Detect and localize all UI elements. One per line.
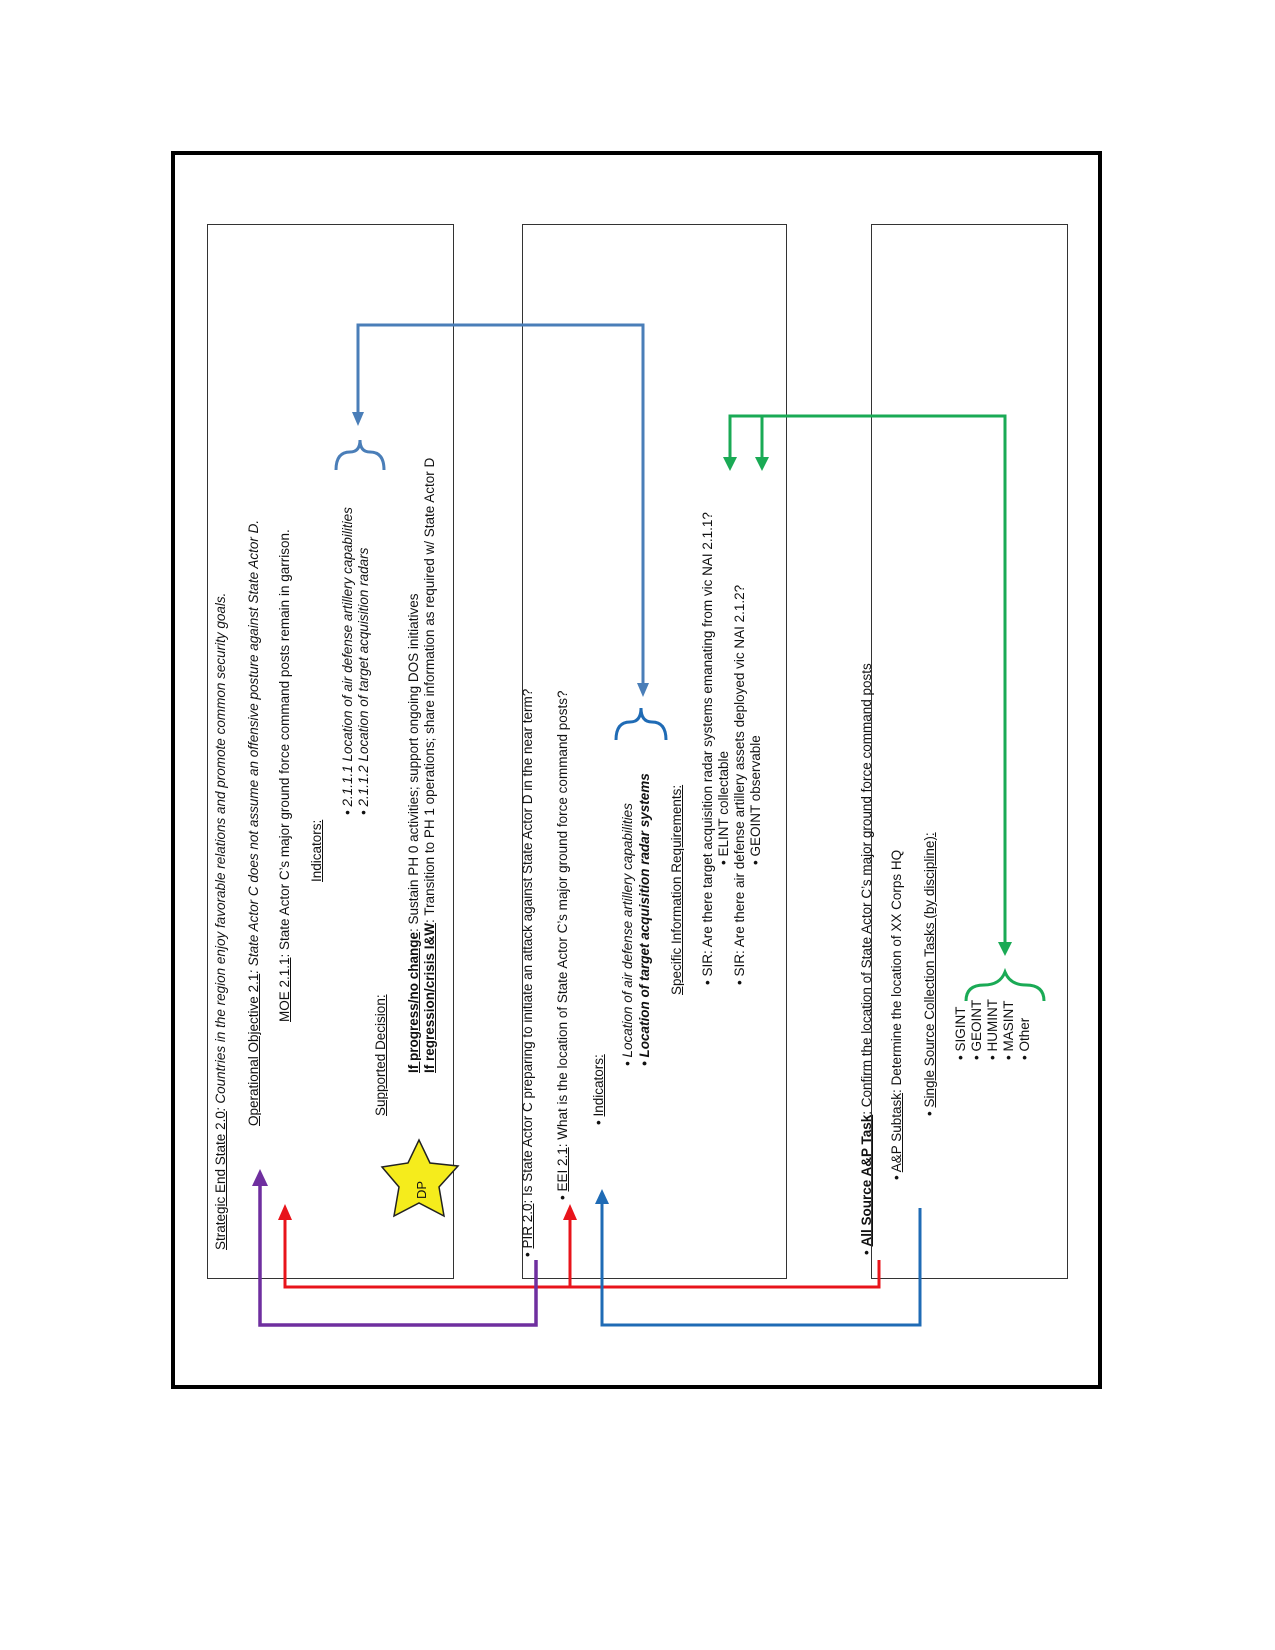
pir-label: PIR 2.0 bbox=[520, 1203, 535, 1249]
operational-objective: Operational Objective 2.1: State Actor C… bbox=[246, 520, 262, 1126]
red-arrowhead-objective bbox=[278, 1204, 292, 1220]
task-label: All Source A&P Task bbox=[859, 1114, 874, 1247]
eei-indicators-label: Indicators: bbox=[591, 1054, 606, 1117]
decision-1-label: If progress/no change bbox=[406, 931, 421, 1073]
sir-2-sub: • GEOINT observable bbox=[748, 735, 763, 865]
red-connector-arrow bbox=[283, 1215, 881, 1289]
supported-decision-label: Supported Decision: bbox=[373, 994, 388, 1116]
discipline-geoint: • GEOINT bbox=[969, 999, 984, 1060]
pir-text: : Is State Actor C preparing to initiate… bbox=[520, 688, 535, 1204]
eei-statement: • EEI 2.1: What is the location of State… bbox=[555, 690, 570, 1201]
brace-icon-eei bbox=[614, 707, 668, 741]
moe-indicator-2: • 2.1.1.2 Location of target acquisition… bbox=[356, 547, 371, 815]
eei-label: EEI 2.1 bbox=[555, 1147, 570, 1192]
eei-indicators-heading: • Indicators: bbox=[591, 1054, 606, 1125]
end-state-panel bbox=[207, 224, 454, 1279]
pir-panel bbox=[522, 224, 787, 1279]
sir-1: • SIR: Are there target acquisition rada… bbox=[700, 512, 715, 985]
discipline-sigint: • SIGINT bbox=[953, 1006, 968, 1060]
objective-label: Operational Objective 2.1 bbox=[246, 973, 261, 1126]
sir-heading: Specific Information Requirements: bbox=[669, 784, 684, 995]
objective-text: : State Actor C does not assume an offen… bbox=[246, 519, 261, 974]
moe-label: MOE 2.1.1 bbox=[277, 957, 292, 1022]
outer-frame bbox=[171, 151, 1102, 1389]
brace-icon-disciplines bbox=[964, 967, 1046, 1002]
blue-connector-arrow bbox=[600, 1200, 922, 1327]
task-text: : Confirm the location of State Actor C’… bbox=[859, 663, 874, 1115]
ap-subtask: • A&P Subtask: Determine the location of… bbox=[889, 849, 904, 1180]
subtask-text: : Determine the location of XX Corps HQ bbox=[889, 849, 904, 1093]
discipline-other: • Other bbox=[1017, 1017, 1032, 1060]
sir-1-sub: • ELINT collectable bbox=[716, 750, 731, 865]
purple-arrowhead bbox=[252, 1169, 268, 1186]
green-connector-arrow bbox=[728, 414, 1007, 945]
all-source-task: • All Source A&P Task: Confirm the locat… bbox=[859, 663, 874, 1255]
end-state-label: Strategic End State 2.0 bbox=[213, 1111, 228, 1250]
sir-2: • SIR: Are there air defense artillery a… bbox=[732, 584, 747, 985]
moe-indicator-1: • 2.1.1.1 Location of air defense artill… bbox=[340, 507, 355, 815]
decision-point-star-icon bbox=[380, 1138, 460, 1218]
strategic-end-state: Strategic End State 2.0: Countries in th… bbox=[213, 593, 229, 1250]
green-arrowhead-sir-1 bbox=[723, 457, 737, 471]
brace-icon-moe bbox=[334, 439, 386, 471]
steel-blue-connector-arrow bbox=[356, 323, 645, 685]
purple-connector-arrow bbox=[258, 1180, 538, 1327]
red-arrowhead-eei bbox=[563, 1204, 577, 1220]
blue-arrowhead bbox=[595, 1189, 609, 1204]
discipline-humint: • HUMINT bbox=[985, 999, 1000, 1060]
decision-2-label: If regression/crisis I&W bbox=[422, 922, 437, 1073]
moe-indicators-label: Indicators: bbox=[309, 819, 324, 882]
single-source-label: Single Source Collection Tasks (by disci… bbox=[922, 832, 937, 1108]
decision-regression: If regression/crisis I&W: Transition to … bbox=[422, 458, 438, 1073]
decision-1-text: : Sustain PH 0 activities; support ongoi… bbox=[406, 593, 421, 932]
eei-text: : What is the location of State Actor C’… bbox=[555, 690, 570, 1148]
steel-blue-arrowhead-eei bbox=[637, 683, 649, 697]
pir-statement: • PIR 2.0: Is State Actor C preparing to… bbox=[520, 688, 535, 1257]
steel-blue-arrowhead-moe bbox=[352, 412, 364, 426]
decision-2-text: : Transition to PH 1 operations; share i… bbox=[422, 457, 437, 923]
decision-progress: If progress/no change: Sustain PH 0 acti… bbox=[406, 594, 422, 1073]
green-arrowhead-disciplines bbox=[998, 942, 1012, 956]
end-state-text: : Countries in the region enjoy favorabl… bbox=[213, 592, 228, 1112]
subtask-label: A&P Subtask bbox=[889, 1092, 904, 1173]
eei-indicator-1: • Location of air defense artillery capa… bbox=[620, 803, 635, 1066]
eei-indicator-2: • Location of target acquisition radar s… bbox=[637, 773, 652, 1066]
moe-text: : State Actor C’s major ground force com… bbox=[277, 529, 292, 958]
green-arrowhead-sir-2 bbox=[755, 457, 769, 471]
decision-point-label: DP bbox=[414, 1181, 429, 1199]
collection-task-panel bbox=[871, 224, 1068, 1279]
moe-statement: MOE 2.1.1: State Actor C’s major ground … bbox=[277, 529, 293, 1022]
single-source-heading: • Single Source Collection Tasks (by dis… bbox=[922, 832, 937, 1116]
discipline-masint: • MASINT bbox=[1001, 1000, 1016, 1060]
